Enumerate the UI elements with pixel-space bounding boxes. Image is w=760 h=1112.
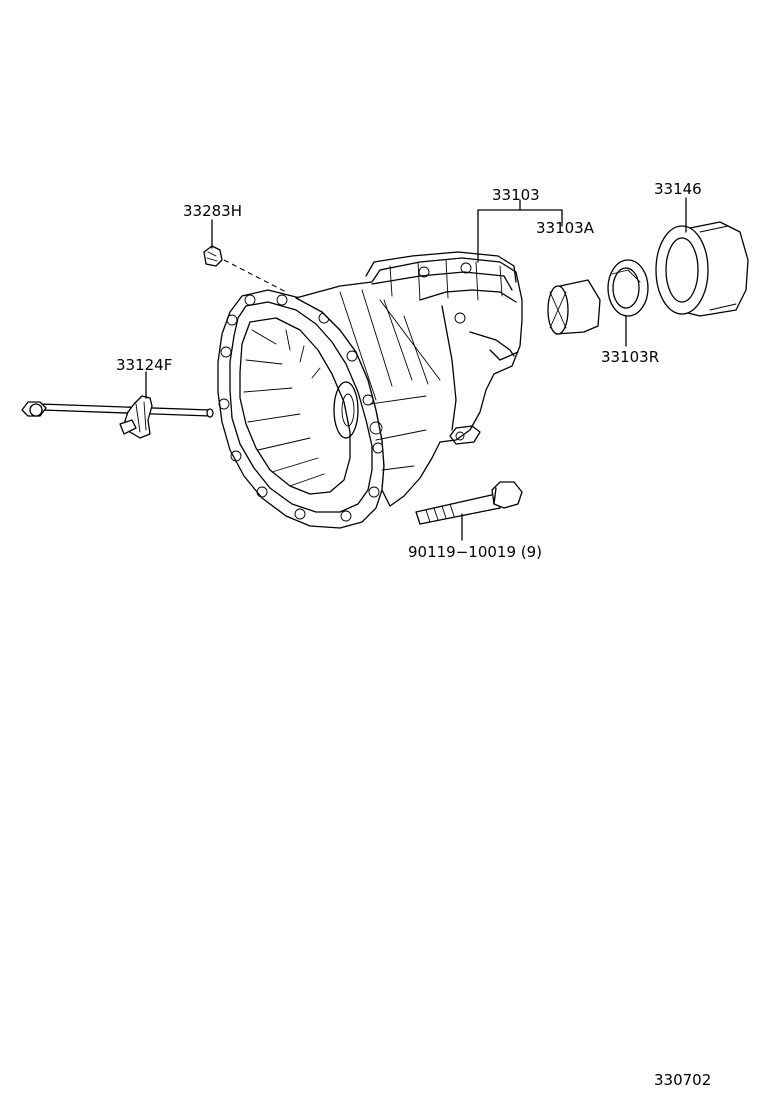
sleeve-part[interactable] [655,221,749,317]
seal-ring-part[interactable] [607,259,649,317]
label-33283h: 33283H [183,202,242,220]
bushing-part[interactable] [547,279,601,335]
plug-part[interactable] [203,245,223,267]
figure-number: 330702 [654,1071,711,1089]
bolt-part[interactable] [415,481,523,525]
shift-lever-part[interactable] [21,395,214,439]
label-33146: 33146 [654,180,702,198]
leader-lines [145,197,687,541]
label-33103a: 33103A [536,219,595,237]
transmission-housing[interactable] [217,251,523,529]
label-33103: 33103 [492,186,540,204]
plug-install-line [223,259,287,293]
label-33124f: 33124F [116,356,172,374]
label-33103r: 33103R [601,348,659,366]
label-bolt: 90119−10019 (9) [408,543,542,561]
